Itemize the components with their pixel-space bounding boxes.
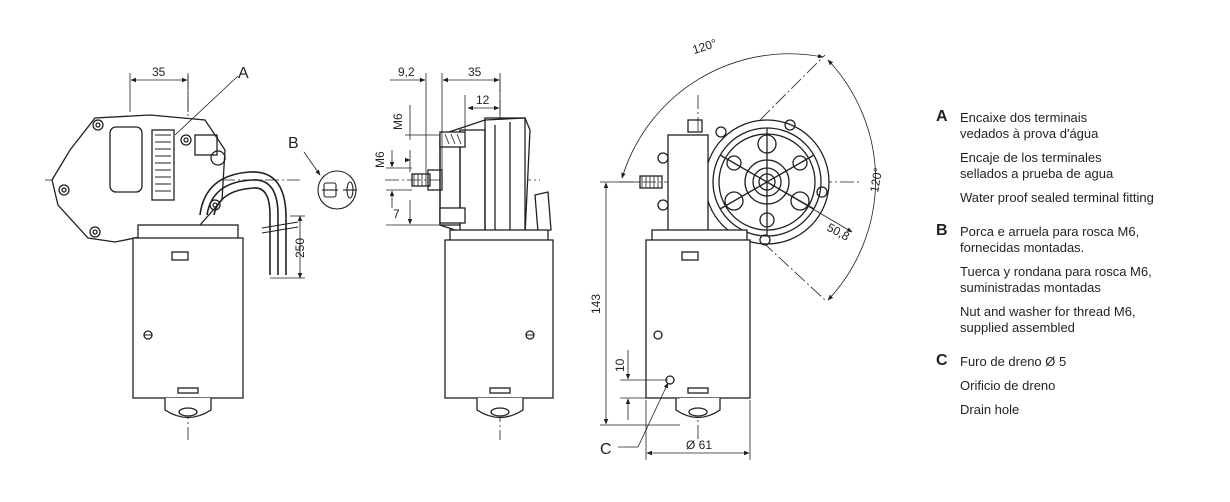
dim-10: 10	[613, 358, 627, 372]
legend-c-spanish: Orificio de dreno	[960, 378, 1056, 393]
legend-group-c: C Furo de dreno Ø 5 Orificio de dreno Dr…	[936, 352, 1226, 418]
legend-letter-a: A	[936, 108, 948, 125]
callout-b: B	[288, 135, 299, 152]
detail-b	[317, 170, 357, 210]
dim-120-top: 120°	[691, 36, 719, 57]
dim-diameter-61: Ø 61	[686, 438, 712, 452]
dim-35-left: 35	[152, 65, 166, 79]
legend: A Encaixe dos terminais vedados à prova …	[936, 108, 1226, 436]
legend-a-spanish: Encaje de los terminales sellados a prue…	[960, 150, 1114, 181]
dim-50-8: 50,8	[825, 220, 852, 243]
dim-250: 250	[293, 238, 307, 258]
view-middle-dims	[386, 73, 501, 226]
legend-c-portuguese: Furo de dreno Ø 5	[960, 354, 1067, 369]
dim-m6-side: M6	[373, 151, 387, 168]
legend-b-spanish: Tuerca y rondana para rosca M6, suminist…	[960, 264, 1152, 295]
view-middle	[385, 78, 554, 440]
dim-35-middle: 35	[468, 65, 482, 79]
legend-b-portuguese: Porca e arruela para rosca M6, fornecida…	[960, 224, 1140, 255]
legend-c-english: Drain hole	[960, 402, 1020, 417]
legend-b-english: Nut and washer for thread M6, supplied a…	[960, 304, 1136, 335]
legend-a-english: Water proof sealed terminal fitting	[960, 190, 1154, 205]
view-left-dims	[129, 73, 321, 279]
legend-group-b: B Porca e arruela para rosca M6, forneci…	[936, 222, 1226, 336]
legend-letter-c: C	[936, 352, 948, 369]
dim-120-right: 120°	[867, 166, 885, 193]
view-left	[45, 75, 300, 440]
dim-m6-top: M6	[391, 113, 405, 130]
dim-12: 12	[476, 93, 490, 107]
callout-a: A	[238, 65, 249, 82]
dim-9-2: 9,2	[398, 65, 415, 79]
view-front	[620, 54, 860, 440]
dim-7: 7	[393, 207, 400, 221]
view-front-dims	[600, 53, 877, 460]
legend-letter-b: B	[936, 222, 948, 239]
callout-c: C	[600, 441, 612, 458]
legend-group-a: A Encaixe dos terminais vedados à prova …	[936, 108, 1226, 206]
legend-a-portuguese: Encaixe dos terminais vedados à prova d'…	[960, 110, 1099, 141]
dim-143: 143	[589, 294, 603, 314]
